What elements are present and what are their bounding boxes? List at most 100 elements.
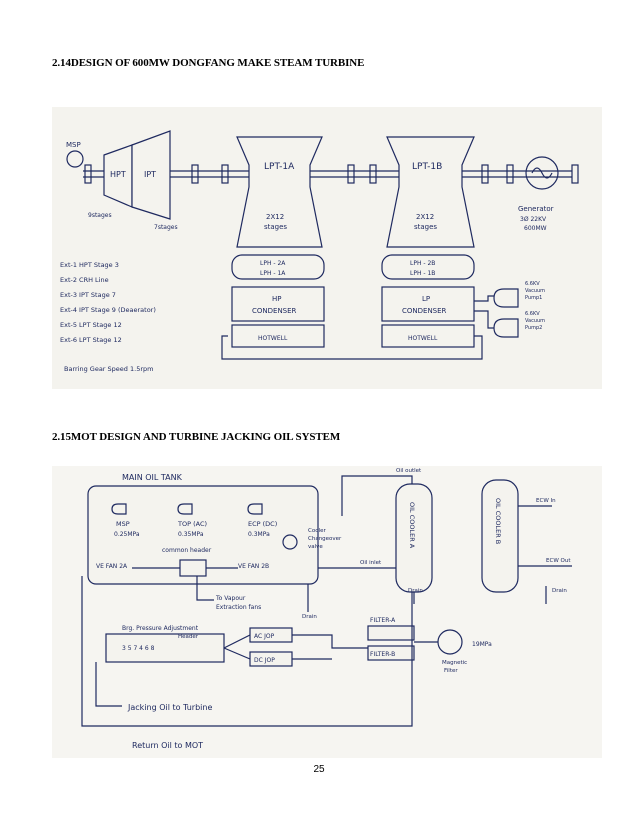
return-oil-line (81, 576, 413, 727)
cooler-b-label: OIL COOLER B (494, 498, 502, 544)
hotwell-b-label: HOTWELL (408, 335, 438, 342)
ext-4: Ext-4 IPT Stage 9 (Deaerator) (60, 306, 156, 314)
jacking-oil-line (95, 662, 122, 707)
lpt-1a-stages-b: stages (264, 223, 287, 231)
ecp-pump-icon (247, 503, 263, 515)
brg-label-1: Brg. Pressure Adjustment (122, 625, 199, 632)
lpt-1a-label: LPT-1A (264, 162, 295, 172)
ext-6: Ext-6 LPT Stage 12 (60, 336, 122, 344)
vac-pump-1-label: 6.6KV (525, 281, 540, 287)
lpt-1a-casing (236, 136, 323, 248)
return-oil-label: Return Oil to MOT (132, 741, 203, 750)
generator-power: 600MW (524, 225, 547, 232)
lpt-1b-stages: 2X12 (416, 213, 434, 221)
page-number: 25 (313, 764, 325, 775)
ve-fan-2a-label: VE FAN 2A (96, 563, 128, 570)
top-pump-icon (177, 503, 193, 515)
hotwell-a-label: HOTWELL (258, 335, 288, 342)
barring-gear-speed: Barring Gear Speed 1.5rpm (64, 365, 153, 373)
lph-2b-label: LPH - 2B (410, 260, 435, 267)
ip-stages: 7stages (154, 224, 178, 231)
lph-b-unit (381, 254, 475, 280)
hp-condenser-label-1: HP (272, 295, 282, 303)
ecp-pressure: 0.3MPa (248, 531, 270, 538)
ecw-out-label: ECW Out (546, 558, 571, 564)
lpt-1b-stages-b: stages (414, 223, 437, 231)
oil-outlet-label: Oil outlet (396, 468, 422, 474)
lpt-1b-label: LPT-1B (412, 162, 442, 172)
bearing-1 (84, 164, 92, 184)
drain-a-label: Drain (408, 588, 423, 594)
ac-jop-label: AC JOP (254, 633, 275, 640)
bearing-2 (191, 164, 199, 184)
jop-line-2 (223, 647, 251, 660)
vac-pump-1-label-b: Vacuum (525, 288, 545, 294)
msp-label: MSP (116, 520, 130, 528)
filter-a-label: FILTER-A (370, 617, 396, 624)
brg-numbers: 3 5 7 4 6 8 (122, 645, 155, 652)
magnetic-filter-icon (437, 629, 463, 655)
brg-pressure-header (105, 633, 225, 663)
oil-inlet-label: Oil inlet (360, 560, 382, 566)
section-heading-2-15: 2.15MOT DESIGN AND TURBINE JACKING OIL S… (52, 431, 341, 443)
lph-1b-label: LPH - 1B (410, 270, 435, 277)
jop-filter-line (292, 634, 368, 649)
vacuum-pump-1-icon (493, 288, 519, 308)
vac-pump-2-label-c: Pump2 (525, 325, 542, 331)
pressure-label: 19MPa (472, 641, 492, 648)
main-oil-tank-label: MAIN OIL TANK (122, 473, 183, 482)
vacuum-pump-2-icon (493, 318, 519, 338)
vacuum-line-2 (474, 310, 494, 329)
bearing-7 (506, 164, 514, 184)
bearing-8 (571, 164, 579, 184)
ext-1: Ext-1 HPT Stage 3 (60, 261, 119, 269)
bearing-4 (347, 164, 355, 184)
generator-label: Generator (518, 205, 554, 213)
hotwell-a (231, 324, 325, 348)
hp-condenser (231, 286, 325, 322)
ipt-casing (131, 130, 171, 220)
ext-2: Ext-2 CRH Line (60, 276, 109, 284)
ecw-in-label: ECW In (536, 498, 556, 504)
jop-line-1 (223, 634, 251, 649)
bearing-6 (481, 164, 489, 184)
bearing-3 (221, 164, 229, 184)
oil-system-sketch: MAIN OIL TANK MSP 0.25MPa TOP (AC) 0.35M… (81, 468, 572, 750)
lph-2a-label: LPH - 2A (260, 260, 286, 267)
turbine-diagram: MSP HPT 9stages IPT 7stages LPT-1A 2X12 … (52, 107, 602, 389)
lpt-1b-casing (386, 136, 475, 248)
filter-b-label: FILTER-B (370, 651, 395, 658)
ve-fan-2b-label: VE FAN 2B (238, 563, 269, 570)
brg-label-2: Header (178, 634, 199, 640)
vapour-label-1: To Vapour (215, 595, 246, 602)
jacking-oil-label: Jacking Oil to Turbine (127, 703, 212, 712)
hpt-label: HPT (110, 170, 126, 179)
lp-condenser (381, 286, 475, 322)
hotwell-link-line (221, 335, 483, 360)
vapour-line (196, 576, 214, 601)
msp-pressure: 0.25MPa (114, 531, 140, 538)
vacuum-line-1 (474, 295, 494, 302)
cooler-a-label: OIL COOLER A (408, 502, 416, 549)
bearing-5 (369, 164, 377, 184)
magnetic-label-2: Filter (444, 668, 458, 674)
oil-system-diagram: MAIN OIL TANK MSP 0.25MPa TOP (AC) 0.35M… (52, 466, 602, 758)
cooler-cv-label-1: Cooler (308, 528, 326, 534)
oil-cooler-b (481, 479, 519, 593)
filter-b-box (367, 645, 415, 661)
turbine-sketch: MSP HPT 9stages IPT 7stages LPT-1A 2X12 … (60, 130, 579, 373)
common-header-label: common header (162, 547, 212, 554)
drain-b-label: Drain (552, 588, 567, 594)
oil-outlet-line (341, 475, 413, 516)
lp-condenser-label-1: LP (422, 295, 430, 303)
magnetic-label-1: Magnetic (442, 660, 467, 666)
hp-stages: 9stages (88, 212, 112, 219)
top-label: TOP (AC) (177, 520, 207, 528)
msp-pump-icon (66, 150, 84, 168)
drain-label: Drain (302, 614, 317, 620)
lpt-1a-stages: 2X12 (266, 213, 284, 221)
cooler-cv-label-3: valve (308, 544, 323, 550)
generator-icon (525, 156, 559, 190)
hp-condenser-label-2: CONDENSER (252, 307, 297, 315)
common-header-box (179, 559, 207, 577)
